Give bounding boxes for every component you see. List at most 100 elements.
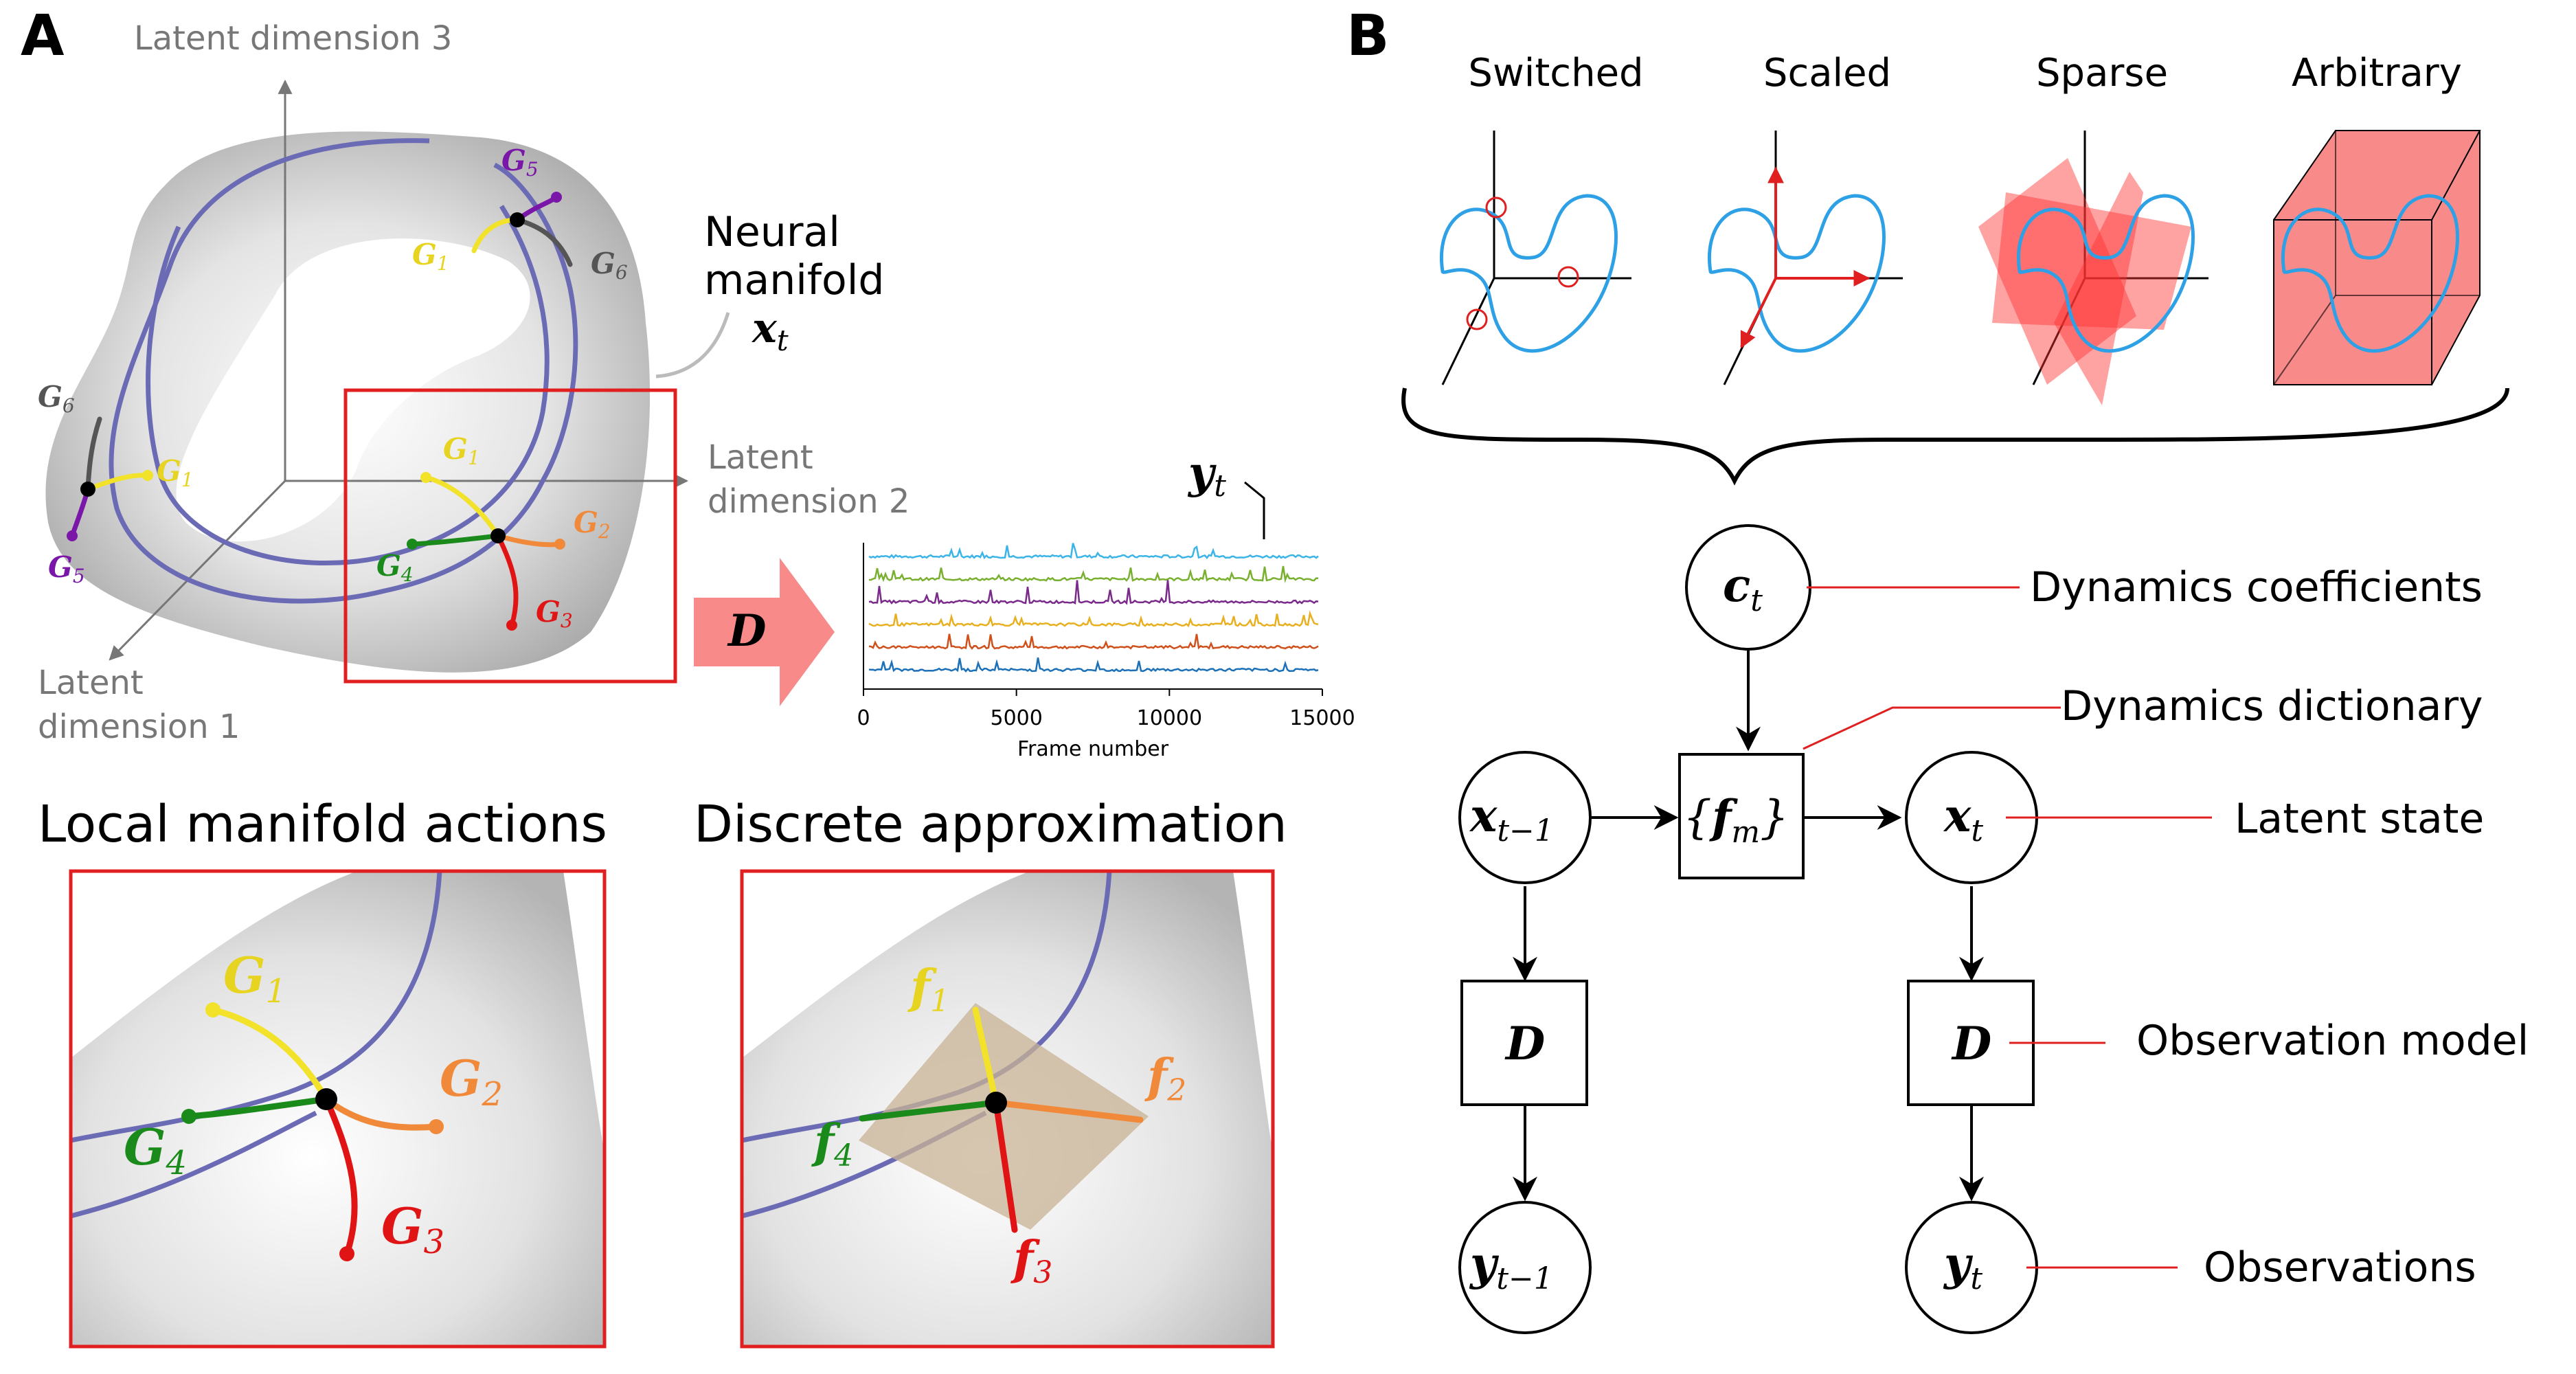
category-scaled: Scaled xyxy=(1763,51,1891,95)
arbitrary-cube-front xyxy=(2273,219,2432,385)
trace-xlabel: Frame number xyxy=(1017,737,1169,761)
node-f-box xyxy=(1678,753,1805,879)
sparse-plane-1 xyxy=(1978,158,2136,385)
trace-ticks: 0 5000 10000 15000 xyxy=(857,689,1355,730)
g1-left-end xyxy=(142,470,153,481)
manifold-symbol: xt xyxy=(751,304,789,357)
panel-b: B Switched Scaled Sparse Arbitrary xyxy=(1346,3,2529,1334)
sparse-plane-2 xyxy=(1992,192,2191,330)
panel-a: A Latent dimension 3 Latent dimension 2 … xyxy=(21,3,1355,1349)
zoom-right-label-f1: f1 xyxy=(907,960,949,1019)
trace-tick-label: 0 xyxy=(857,706,870,730)
zoom-left-label-g4: G4 xyxy=(124,1118,187,1182)
annotation-lines xyxy=(1803,586,2212,1269)
g6-left-path xyxy=(85,416,102,492)
node-yprev-label: yt−1 xyxy=(1469,1237,1553,1296)
trajectory-outer xyxy=(109,138,578,604)
trace-tick-label: 15000 xyxy=(1289,706,1355,730)
trace-tick-label: 10000 xyxy=(1137,706,1202,730)
icon-sparse xyxy=(1978,131,2208,405)
zoom-right-point xyxy=(985,1092,1007,1114)
axis-dim1-label-line1: Latent xyxy=(38,664,144,702)
node-y-label: yt xyxy=(1943,1237,1982,1296)
zoom-right-f4 xyxy=(859,1099,999,1122)
label-g3-center: G3 xyxy=(536,595,573,632)
zoom-left-g2 xyxy=(323,1096,440,1131)
zoom-left-g4-end xyxy=(181,1109,196,1124)
zoom-left-traj-lower xyxy=(71,1110,317,1219)
g5-left-end xyxy=(67,530,78,541)
zoom-right-f3 xyxy=(993,1099,1018,1233)
label-g6-top: G6 xyxy=(591,247,628,284)
switched-marker-1 xyxy=(1485,196,1507,218)
graph-nodes xyxy=(1458,524,2038,1334)
label-latent-state: Latent state xyxy=(2235,795,2484,843)
zoom-left-g1 xyxy=(210,1006,330,1103)
zoom-left-point xyxy=(315,1088,337,1110)
sparse-plane-3 xyxy=(2054,172,2143,405)
zoom-left-g2-end xyxy=(429,1119,444,1134)
generators-left xyxy=(67,416,153,541)
trace-symbol: yt xyxy=(1187,447,1226,504)
line-dynamics-dictionary xyxy=(1803,706,2061,750)
label-observations: Observations xyxy=(2204,1243,2476,1292)
point-left xyxy=(80,482,95,497)
point-center xyxy=(490,528,506,543)
icon-arbitrary xyxy=(2273,130,2481,385)
label-observation-model: Observation model xyxy=(2136,1017,2529,1065)
trace-line-5 xyxy=(868,633,1319,650)
g1-center-end xyxy=(420,472,431,483)
node-yprev-circle xyxy=(1458,1201,1592,1334)
category-sparse: Sparse xyxy=(2036,51,2168,95)
category-switched: Switched xyxy=(1468,51,1643,95)
trace-line-1 xyxy=(868,543,1319,560)
trace-lines xyxy=(868,543,1319,673)
node-xprev-circle xyxy=(1458,751,1592,884)
axis-dim2-label-line1: Latent xyxy=(708,438,813,477)
switched-curve xyxy=(1440,194,1618,353)
sparse-curve xyxy=(2017,194,2195,353)
tangent-plane xyxy=(859,1003,1149,1230)
sparse-axis-d xyxy=(2032,278,2086,385)
scaled-curve xyxy=(1708,194,1886,353)
g3-center-path xyxy=(495,533,519,628)
label-dynamics-dictionary: Dynamics dictionary xyxy=(2061,682,2483,730)
zoom-left-label-g2: G2 xyxy=(440,1049,503,1114)
neural-trajectory xyxy=(109,138,578,604)
icon-switched xyxy=(1440,131,1631,385)
generators-top xyxy=(471,192,573,267)
zoom-left-label-g3: G3 xyxy=(381,1197,444,1261)
axis-dim2-label-line2: dimension 2 xyxy=(708,482,909,521)
title-discrete-approximation: Discrete approximation xyxy=(694,795,1287,854)
trace-line-6 xyxy=(868,657,1319,673)
label-g1-left: G1 xyxy=(157,454,194,491)
manifold-label-line1: Neural xyxy=(704,208,840,256)
node-xprev-label: xt−1 xyxy=(1469,789,1554,848)
d-arrow xyxy=(694,558,835,706)
label-g2-center: G2 xyxy=(574,506,611,543)
trace-line-2 xyxy=(869,565,1319,583)
graph-node-labels: ct xt−1 {fm} xt D D yt−1 yt xyxy=(1469,559,1991,1296)
zoom-left-g4 xyxy=(185,1096,330,1120)
graph-edges xyxy=(1513,649,1984,1202)
node-d-right-label: D xyxy=(1951,1017,1991,1070)
zoom-right-border xyxy=(740,869,1275,1349)
generators-center xyxy=(407,472,565,631)
label-g6-left: G6 xyxy=(38,380,75,417)
category-arbitrary: Arbitrary xyxy=(2292,51,2462,95)
title-local-manifold-actions: Local manifold actions xyxy=(38,795,607,854)
node-c-label: ct xyxy=(1723,559,1763,618)
zoom-panel-local-actions: G1 G2 G3 G4 xyxy=(69,869,607,1349)
point-top xyxy=(510,212,525,227)
trace-tick-label: 5000 xyxy=(990,706,1042,730)
brace xyxy=(1401,387,2509,486)
label-g5-top: G5 xyxy=(501,144,539,181)
trajectory-inner xyxy=(146,205,550,565)
g3-center-end xyxy=(506,620,517,631)
g4-center-end xyxy=(407,539,418,550)
scaled-vec-diag xyxy=(1740,278,1777,349)
zoom-right-f2 xyxy=(993,1099,1144,1123)
label-g1-top: G1 xyxy=(412,238,449,275)
switched-marker-2 xyxy=(1557,266,1579,288)
manifold-label-line2: manifold xyxy=(704,256,885,304)
